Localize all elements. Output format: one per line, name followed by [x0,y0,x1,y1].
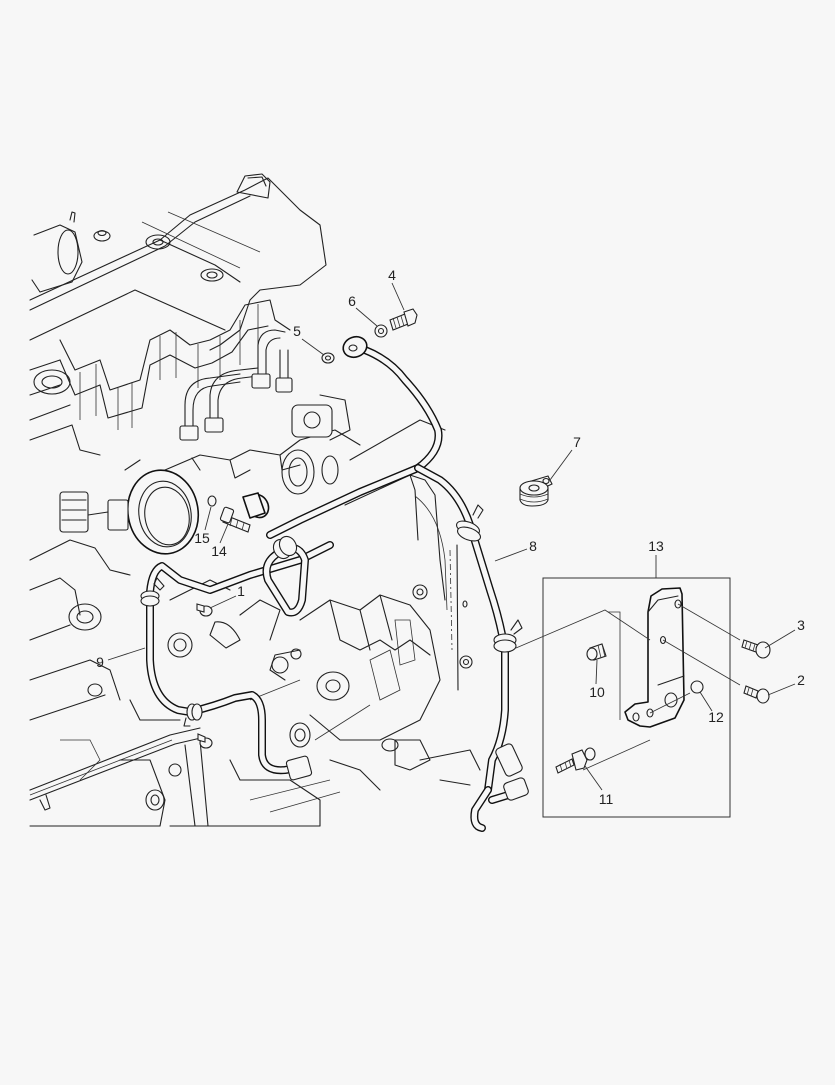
callout-12: 12 [708,709,724,725]
union-connector-11 [555,747,596,774]
callout-7: 7 [573,434,581,450]
callout-2: 2 [797,672,805,688]
callout-6: 6 [348,293,356,309]
callout-8: 8 [529,538,537,554]
callout-13: 13 [648,538,664,554]
connector-14 [219,506,251,533]
flange-bolt-3 [741,639,771,659]
callout-10: 10 [589,684,605,700]
callout-5: 5 [293,323,301,339]
callout-14: 14 [211,543,227,559]
fuel-feed-pipe-9 [140,541,334,781]
callout-9: 9 [96,654,104,670]
bolt-1-lower [197,733,213,749]
bolt-1-upper [196,603,213,617]
small-parts [196,308,553,749]
flange-bolt-2 [743,685,770,704]
fuel-return-pipe-8 [242,335,529,832]
leader-lines [107,282,796,791]
callout-4: 4 [388,267,396,283]
banjo-bolt-4 [389,308,418,331]
union-adapter-10 [586,643,607,661]
callout-1: 1 [237,583,245,599]
engine-block-art [29,173,481,827]
callout-11: 11 [598,791,614,807]
bracket-inset [515,577,771,818]
callout-3: 3 [797,617,805,633]
grommet-7 [519,475,553,507]
callout-15: 15 [194,530,210,546]
